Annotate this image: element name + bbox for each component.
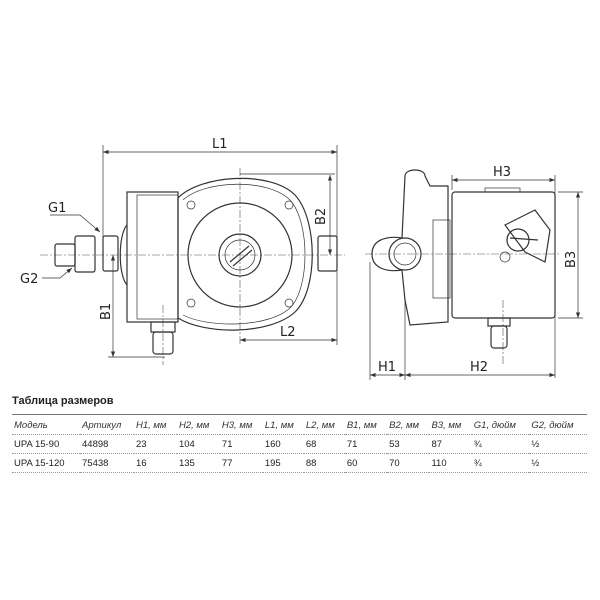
table-title: Таблица размеров [12,395,114,407]
header-g1: G1, дюйм [471,414,530,435]
label-l2: L2 [280,325,296,340]
cell: 71 [344,434,388,454]
header-l1: L1, мм [262,414,304,435]
cell: 77 [219,453,263,473]
header-b1: B1, мм [344,414,388,435]
cell: 60 [344,453,388,473]
cell: 16 [134,453,177,473]
cell: ½ [529,434,587,454]
cell: 44898 [80,434,134,454]
cell: 53 [387,434,430,454]
cell: ¾ [471,434,530,454]
cell: 195 [262,453,304,473]
cell: 71 [219,434,263,454]
label-b1: B1 [99,303,114,320]
header-h2: H2, мм [176,414,220,435]
cell: 68 [303,434,345,454]
cell: 75438 [80,453,134,473]
header-model: Модель [12,414,80,435]
header-h3: H3, мм [219,414,263,435]
dimensions-table: Модель Артикул H1, мм H2, мм H3, мм L1, … [12,414,587,473]
front-view: L1 B2 L2 B1 G1 G2 [20,137,345,365]
table-row: UPA 15-90 44898 23 104 71 160 68 71 53 8… [12,434,587,454]
cell: ½ [529,453,587,473]
cell: 160 [262,434,304,454]
header-g2: G2, дюйм [529,414,587,435]
cell: UPA 15-120 [12,453,80,473]
cell: 110 [429,453,472,473]
label-h3: H3 [493,165,511,180]
header-article: Артикул [80,414,134,435]
cell: 88 [303,453,345,473]
cell: 104 [176,434,220,454]
label-h1: H1 [378,360,396,375]
label-l1: L1 [212,137,228,152]
side-view: H3 B3 H1 H2 [365,165,583,380]
label-g1: G1 [48,201,66,216]
label-h2: H2 [470,360,488,375]
label-b2: B2 [314,208,329,225]
header-h1: H1, мм [134,414,177,435]
cell: 70 [387,453,430,473]
header-b2: B2, мм [387,414,430,435]
header-b3: B3, мм [429,414,472,435]
cell: UPA 15-90 [12,434,80,454]
cell: 135 [176,453,220,473]
table-header-row: Модель Артикул H1, мм H2, мм H3, мм L1, … [12,414,587,435]
table-row: UPA 15-120 75438 16 135 77 195 88 60 70 … [12,453,587,473]
cell: 23 [134,434,177,454]
label-b3: B3 [564,251,579,268]
header-l2: L2, мм [303,414,345,435]
cell: ¾ [471,453,530,473]
pump-dimension-drawing: L1 B2 L2 B1 G1 G2 H3 B3 [20,137,583,380]
label-g2: G2 [20,272,38,287]
cell: 87 [429,434,472,454]
